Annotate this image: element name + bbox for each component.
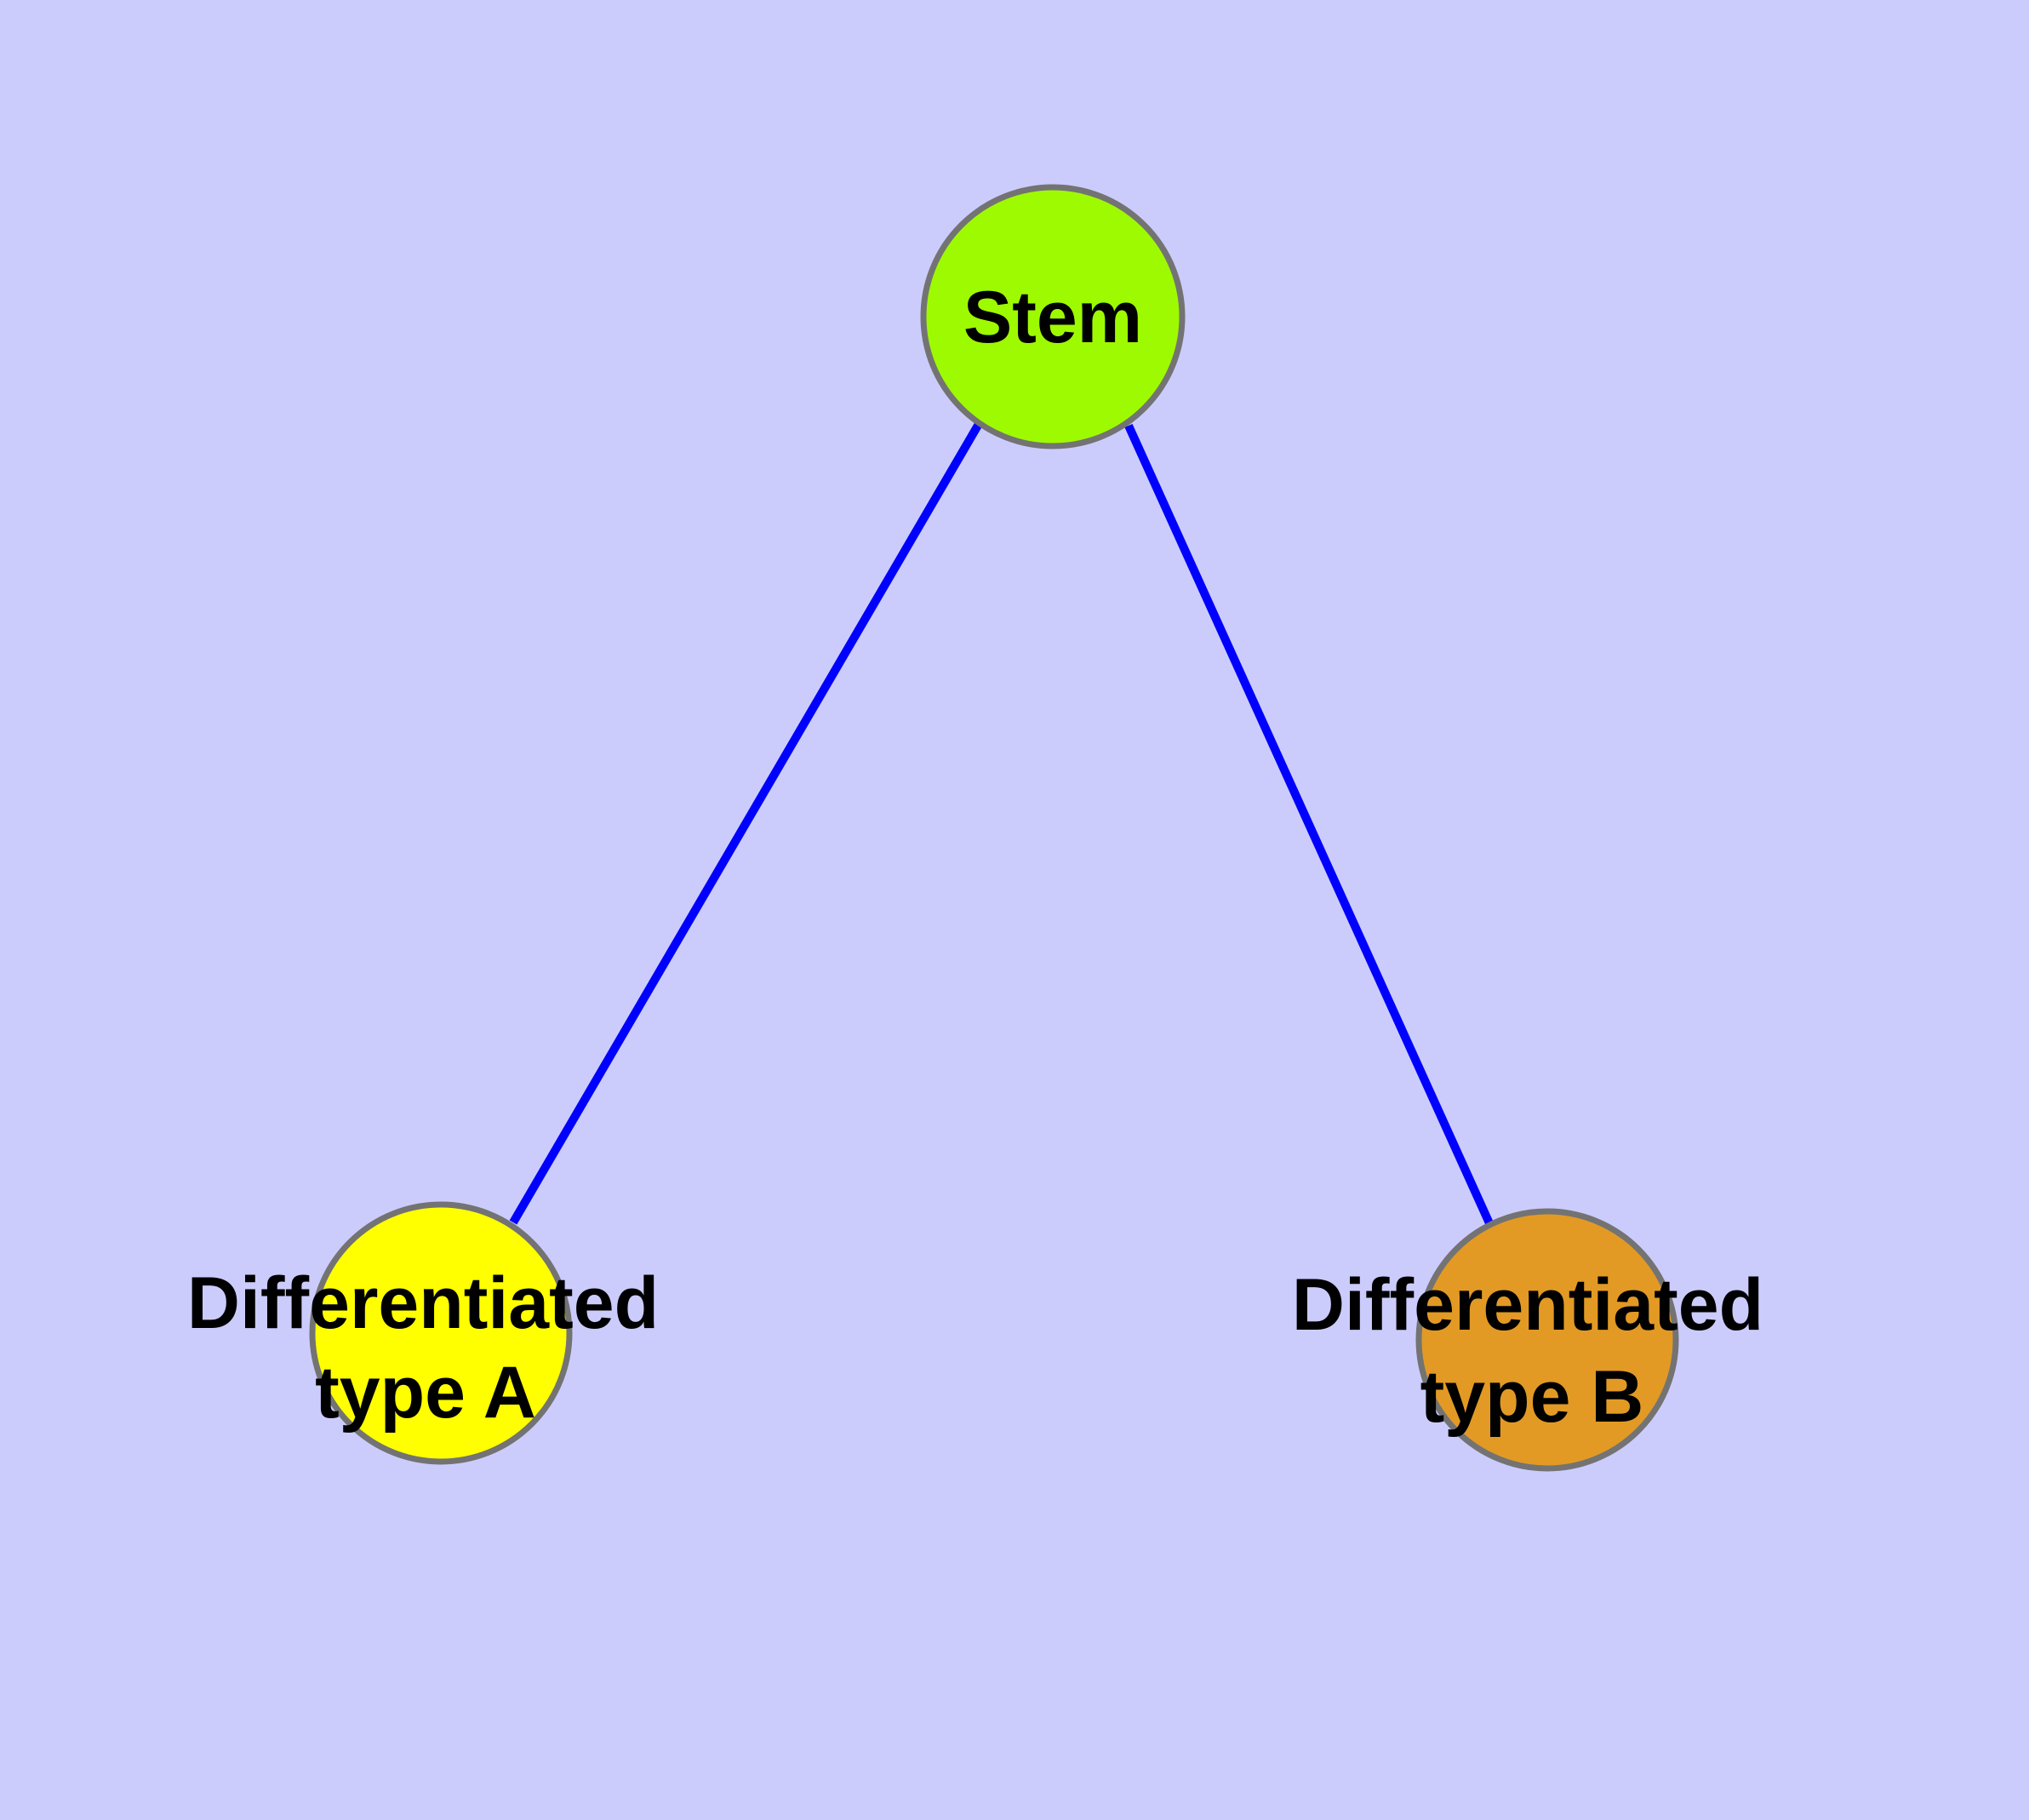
node-layer bbox=[309, 184, 1679, 1472]
node-stem[interactable] bbox=[920, 184, 1186, 449]
node-label-differentiated-type-b-line1: Differentiated bbox=[1292, 1264, 1763, 1346]
node-label-differentiated-type-a-line1: Differentiated bbox=[187, 1262, 659, 1344]
edge-stem-to-differentiated-type-a[interactable] bbox=[509, 421, 983, 1225]
label-layer: Stem Differentiated type A Differentiate… bbox=[187, 277, 1763, 1438]
node-label-stem: Stem bbox=[963, 277, 1142, 358]
node-differentiated-type-b[interactable] bbox=[1415, 1208, 1679, 1472]
edge-layer bbox=[509, 421, 1494, 1226]
node-label-differentiated-type-a-line2: type A bbox=[315, 1352, 536, 1434]
edge-stem-to-differentiated-type-b[interactable] bbox=[1124, 423, 1494, 1226]
node-differentiated-type-a[interactable] bbox=[309, 1201, 573, 1465]
node-label-differentiated-type-b-line2: type B bbox=[1420, 1356, 1644, 1438]
